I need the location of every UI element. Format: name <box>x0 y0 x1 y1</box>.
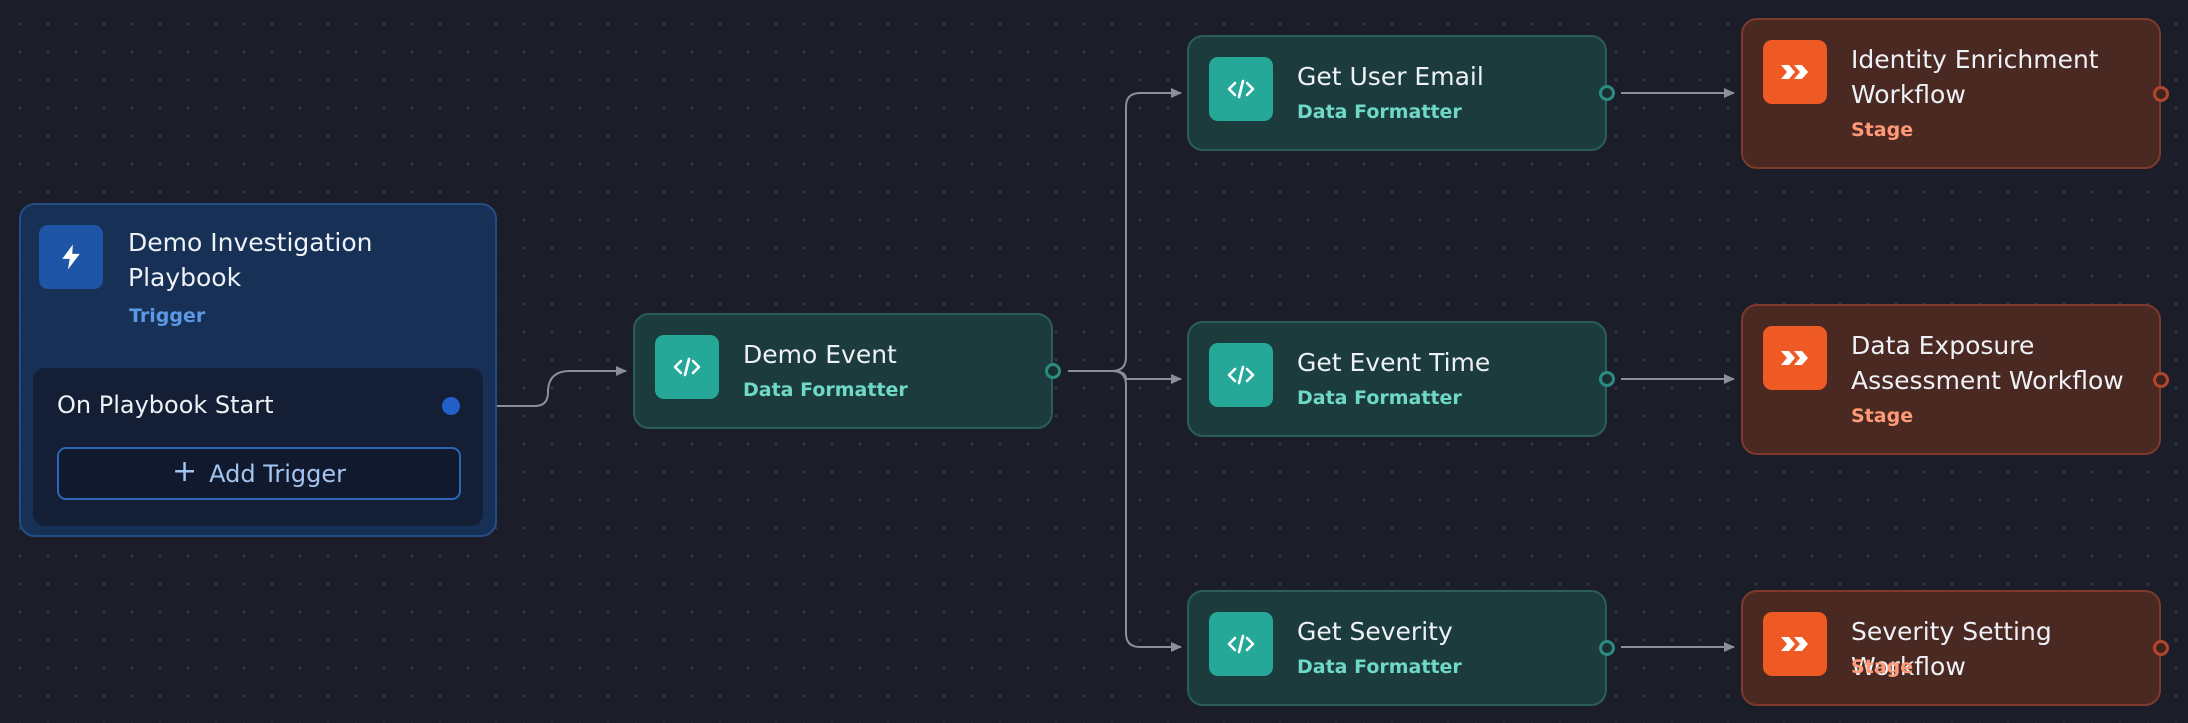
output-handle[interactable] <box>2153 371 2169 388</box>
node-title: Get Severity <box>1297 617 1453 646</box>
output-handle[interactable] <box>1045 363 1061 379</box>
edge-demo-event-to-user-email <box>1068 88 1182 372</box>
code-icon <box>1209 343 1273 407</box>
formatter-node-get-user-email[interactable]: Get User Email Data Formatter <box>1187 35 1615 151</box>
node-type-label: Data Formatter <box>1297 656 1462 678</box>
stage-node-identity-enrichment[interactable]: Identity Enrichment Workflow Stage <box>1741 18 2169 169</box>
node-type-label: Data Formatter <box>1297 101 1462 123</box>
formatter-node-get-event-time[interactable]: Get Event Time Data Formatter <box>1187 321 1615 437</box>
formatter-node-get-severity[interactable]: Get Severity Data Formatter <box>1187 590 1615 706</box>
plus-icon: + <box>171 453 198 489</box>
output-handle[interactable] <box>2153 85 2169 102</box>
node-type-label: Trigger <box>129 305 206 327</box>
output-handle[interactable] <box>1599 371 1615 387</box>
edge-demo-event-to-event-time <box>1068 370 1182 384</box>
output-handle[interactable] <box>1599 640 1615 656</box>
double-chevron-icon <box>1763 326 1827 390</box>
node-title: Identity Enrichment Workflow <box>1851 45 2099 109</box>
node-type-label: Stage <box>1851 656 1914 678</box>
node-type-label: Data Formatter <box>743 379 908 401</box>
double-chevron-icon <box>1763 612 1827 676</box>
stage-node-data-exposure-assessment[interactable]: Data Exposure Assessment Workflow Stage <box>1741 304 2169 455</box>
add-trigger-label: Add Trigger <box>209 459 346 488</box>
node-title: Data Exposure Assessment Workflow <box>1851 331 2124 395</box>
node-type-label: Data Formatter <box>1297 387 1462 409</box>
stage-node-severity-setting[interactable]: Severity Setting Workflow Stage <box>1741 590 2169 706</box>
double-chevron-icon <box>1763 40 1827 104</box>
node-title: Get User Email <box>1297 62 1484 91</box>
output-handle[interactable] <box>442 397 460 415</box>
trigger-event-panel: On Playbook Start + Add Trigger <box>33 368 483 526</box>
code-icon <box>1209 57 1273 121</box>
node-title: Demo Event <box>743 340 897 369</box>
lightning-icon <box>39 225 103 289</box>
output-handle[interactable] <box>2153 640 2169 656</box>
formatter-node-demo-event[interactable]: Demo Event Data Formatter <box>633 313 1061 429</box>
trigger-node[interactable]: Demo Investigation Playbook Trigger On P… <box>19 203 497 537</box>
node-title: Get Event Time <box>1297 348 1491 377</box>
add-trigger-button[interactable]: + Add Trigger <box>57 447 461 500</box>
trigger-event-label: On Playbook Start <box>57 391 274 419</box>
node-title: Demo Investigation Playbook <box>128 228 373 292</box>
edge-demo-event-to-severity <box>1068 370 1182 652</box>
node-type-label: Stage <box>1851 405 1914 427</box>
output-handle[interactable] <box>1599 85 1615 101</box>
code-icon <box>655 335 719 399</box>
node-title: Severity Setting Workflow <box>1851 617 2052 681</box>
code-icon <box>1209 612 1273 676</box>
node-type-label: Stage <box>1851 119 1914 141</box>
